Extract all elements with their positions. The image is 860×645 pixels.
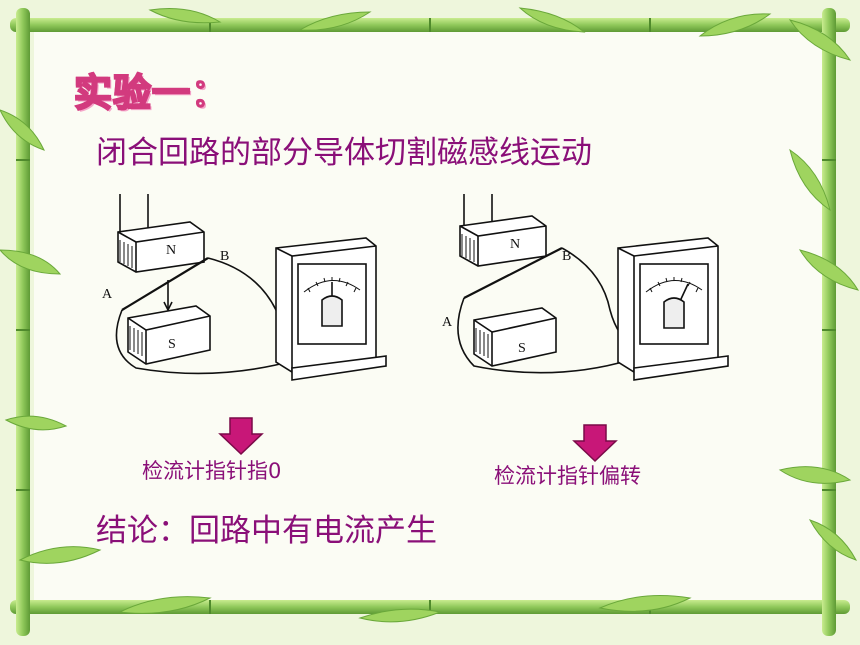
experiment-diagram-deflection: N S A B bbox=[442, 194, 729, 381]
down-arrow-icon bbox=[218, 417, 264, 456]
magnet-south-label: S bbox=[518, 341, 526, 356]
experiment-diagram-zero: N S A B bbox=[102, 194, 387, 381]
slide-title: 实验一： bbox=[73, 70, 231, 116]
conductor-end-a-label: A bbox=[102, 287, 113, 302]
result-caption-deflection: 检流计指针偏转 bbox=[494, 464, 641, 488]
conclusion-text: 结论：回路中有电流产生 bbox=[96, 513, 437, 549]
conductor-end-b-label: B bbox=[220, 249, 229, 264]
conductor-end-b-label: B bbox=[562, 249, 571, 264]
slide-subtitle: 闭合回路的部分导体切割磁感线运动 bbox=[96, 135, 592, 171]
magnet-north-label: N bbox=[510, 237, 520, 252]
magnet-south-label: S bbox=[168, 337, 176, 352]
magnet-north-label: N bbox=[166, 243, 176, 258]
result-caption-zero: 检流计指针指0 bbox=[142, 459, 282, 483]
down-arrow-icon bbox=[572, 424, 618, 463]
conductor-end-a-label: A bbox=[442, 315, 453, 330]
